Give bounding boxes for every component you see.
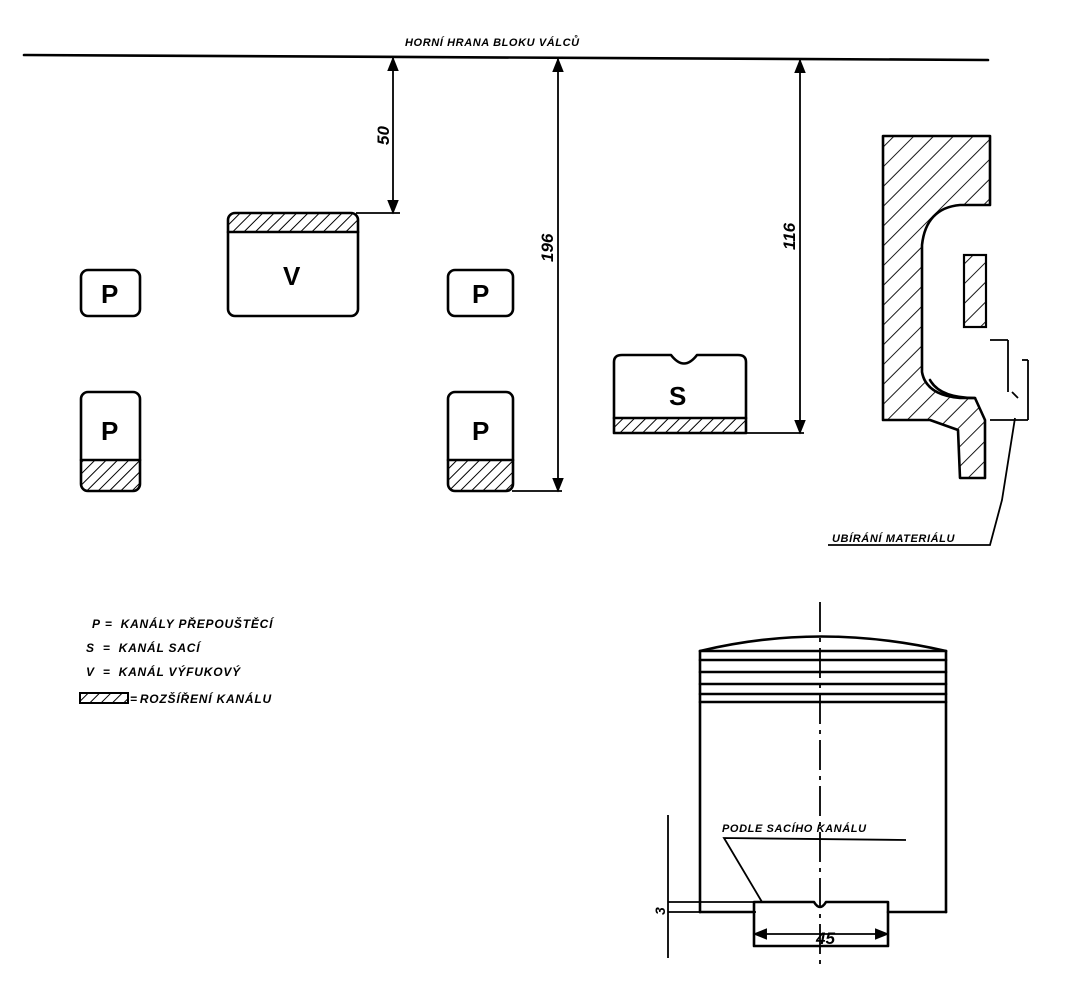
cylinder-wall-section: UBÍRÁNÍ MATERIÁLU: [828, 134, 1029, 546]
dimension-116: 116: [746, 58, 806, 435]
block-top-label: HORNÍ HRANA BLOKU VÁLCŮ: [405, 35, 580, 49]
transfer-port-label: P: [472, 416, 489, 446]
transfer-port-lower-right: P: [446, 390, 515, 493]
dimension-3-label: 3: [652, 907, 668, 915]
exhaust-port: V: [226, 211, 360, 318]
transfer-port-upper-right: P: [446, 268, 515, 318]
transfer-port-label: P: [472, 279, 489, 309]
block-top-line: [22, 53, 990, 62]
piston-drawing: 3 45 PODLE SACÍHO KANÁLU: [652, 602, 948, 968]
intake-port: S: [612, 353, 748, 435]
transfer-port-upper-left: P: [79, 268, 142, 318]
along-intake-label: PODLE SACÍHO KANÁLU: [722, 822, 867, 835]
transfer-port-label: P: [101, 279, 118, 309]
legend-row-p: P=KANÁLY PŘEPOUŠTĚCÍ: [92, 616, 275, 631]
exhaust-port-label: V: [283, 261, 301, 291]
transfer-port-label: P: [101, 416, 118, 446]
dimension-116-label: 116: [780, 222, 799, 250]
legend-hatch-swatch: [79, 692, 129, 704]
legend-row-s: S=KANÁL SACÍ: [86, 640, 202, 655]
legend-row-v: V=KANÁL VÝFUKOVÝ: [86, 664, 241, 679]
dimension-196-label: 196: [538, 233, 557, 262]
intake-port-label: S: [669, 381, 686, 411]
legend-row-hatch: =ROZŠÍŘENÍ KANÁLU: [130, 691, 272, 706]
dimension-50: 50: [356, 56, 400, 215]
dimension-45-label: 45: [815, 929, 835, 948]
legend: P=KANÁLY PŘEPOUŠTĚCÍ S=KANÁL SACÍ V=KANÁ…: [79, 616, 275, 706]
transfer-port-lower-left: P: [79, 390, 142, 493]
material-removal-label: UBÍRÁNÍ MATERIÁLU: [832, 532, 955, 545]
dimension-196: 196: [512, 57, 564, 493]
dimension-50-label: 50: [374, 126, 393, 145]
